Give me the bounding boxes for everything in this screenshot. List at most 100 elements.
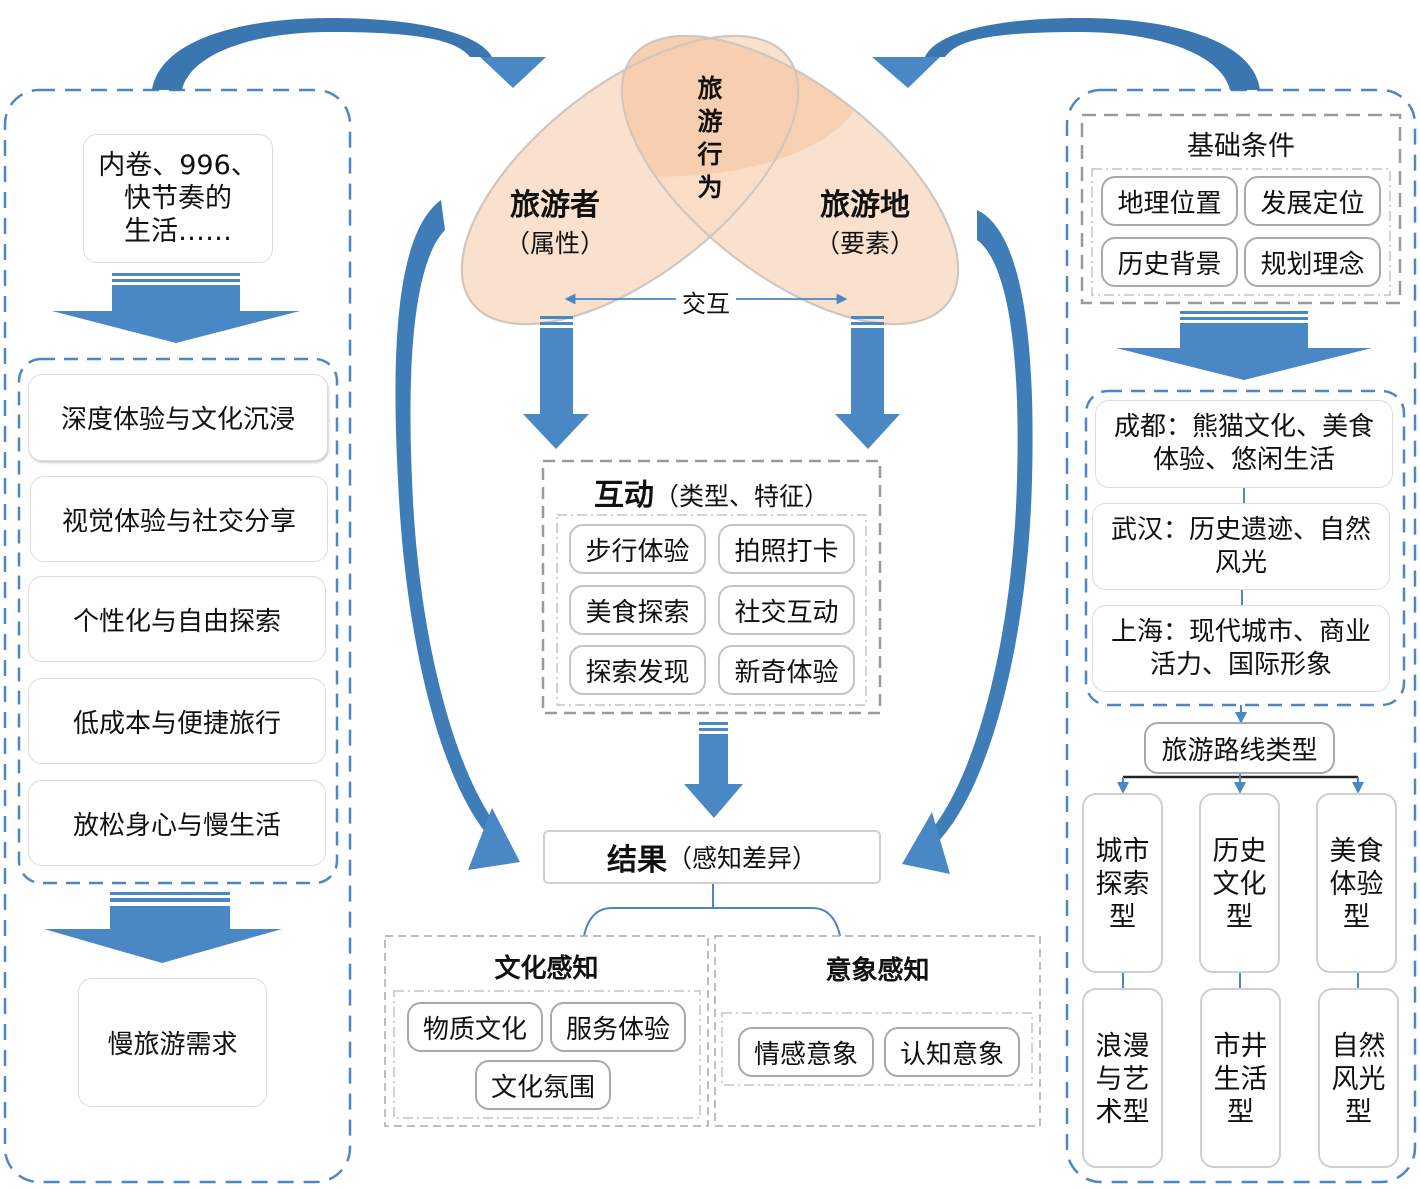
down-arrow-destination [835, 316, 900, 449]
route-type-label: 美食 体验 型 [1329, 836, 1384, 933]
pressure-text: 内卷、996、 快节奏的 生活…… [98, 150, 258, 247]
route-type-card: 市井 生活 型 [1200, 988, 1281, 1168]
down-arrow-right [1116, 311, 1372, 380]
image-perception-frame [714, 935, 1041, 1127]
route-type-card: 美食 体验 型 [1316, 793, 1397, 973]
image-item-label: 认知意象 [899, 1039, 1004, 1070]
result-title: 结果 [606, 843, 667, 878]
cultural-item-label: 物质文化 [422, 1014, 527, 1045]
interaction-frame [541, 459, 882, 715]
motivation-item: 低成本与便捷旅行 [28, 678, 326, 764]
cultural-inner-frame [393, 990, 701, 1119]
route-types-title-box: 旅游路线类型 [1144, 722, 1335, 774]
tourist-title: 旅游者 [510, 188, 600, 223]
interaction-item: 探索发现 [569, 645, 706, 695]
interaction-heading: 互动（类型、特征） [543, 470, 880, 514]
foundation-item-label: 历史背景 [1117, 249, 1222, 280]
foundation-item-label: 发展定位 [1260, 188, 1365, 219]
cultural-perception-frame [384, 935, 709, 1127]
motivation-label: 深度体验与文化沉浸 [60, 405, 295, 435]
down-arrow-left-1 [52, 273, 300, 343]
city-label: 成都：熊猫文化、美食 体验、悠闲生活 [1113, 412, 1374, 475]
down-arrow-interaction [684, 722, 743, 818]
curved-arrow-side-right [928, 210, 1033, 845]
interaction-inner-frame [556, 514, 867, 706]
foundation-item: 地理位置 [1101, 176, 1238, 226]
image-item: 情感意象 [738, 1027, 874, 1077]
interaction-item-label: 社交互动 [734, 597, 839, 628]
route-type-label: 自然 风光 型 [1331, 1031, 1386, 1128]
interaction-item: 步行体验 [569, 524, 706, 574]
curved-arrow-top-left-head [480, 57, 546, 88]
destination-subtitle: （要素） [814, 229, 915, 258]
result-bracket [583, 907, 841, 937]
cultural-perception-title: 文化感知 [494, 954, 599, 984]
city-label: 上海：现代城市、商业 活力、国际形象 [1110, 616, 1371, 680]
curved-arrow-top-left [152, 18, 492, 90]
cultural-item-label: 文化氛围 [490, 1072, 595, 1103]
cultural-item: 文化氛围 [475, 1060, 611, 1110]
curved-arrow-side-right-head [902, 812, 950, 874]
interaction-item: 美食探索 [569, 585, 706, 635]
interaction-item-label: 美食探索 [585, 597, 690, 628]
interaction-subtitle: （类型、特征） [653, 482, 829, 511]
tourist-ellipse-outline [460, 34, 800, 326]
image-inner-frame [721, 1012, 1033, 1086]
motivation-label: 低成本与便捷旅行 [72, 708, 281, 739]
route-type-card: 城市 探索 型 [1082, 793, 1163, 973]
motivation-item: 放松身心与慢生活 [28, 780, 326, 866]
route-type-label: 浪漫 与艺 术型 [1095, 1031, 1150, 1128]
cultural-item-label: 服务体验 [565, 1014, 670, 1045]
foundation-item-label: 规划理念 [1260, 249, 1365, 280]
city-box-shanghai: 上海：现代城市、商业 活力、国际形象 [1092, 605, 1390, 692]
route-type-label: 市井 生活 型 [1213, 1031, 1268, 1128]
tourist-subtitle: （属性） [504, 229, 605, 258]
city-box-chengdu: 成都：熊猫文化、美食 体验、悠闲生活 [1095, 400, 1393, 488]
motivation-item: 视觉体验与社交分享 [30, 476, 328, 562]
foundation-item-label: 地理位置 [1117, 188, 1222, 219]
motivation-label: 放松身心与慢生活 [72, 810, 281, 841]
interaction-item-label: 新奇体验 [734, 657, 839, 688]
interaction-item-label: 探索发现 [585, 657, 690, 688]
interaction-item-label: 拍照打卡 [734, 536, 839, 567]
route-type-label: 城市 探索 型 [1095, 836, 1150, 933]
interaction-title: 互动 [593, 478, 654, 513]
route-type-card: 自然 风光 型 [1318, 988, 1399, 1168]
image-item-label: 情感意象 [753, 1039, 858, 1070]
pressure-box: 内卷、996、 快节奏的 生活…… [83, 134, 273, 263]
foundation-item: 历史背景 [1101, 237, 1238, 287]
motivation-item: 深度体验与文化沉浸 [28, 374, 328, 461]
interaction-item-label: 步行体验 [585, 536, 690, 567]
curved-arrow-top-right [925, 18, 1260, 90]
motivation-label: 视觉体验与社交分享 [61, 506, 296, 537]
demand-label: 慢旅游需求 [107, 1030, 238, 1060]
interaction-label: 交互 [676, 284, 736, 319]
motivation-label: 个性化与自由探索 [72, 606, 281, 637]
result-subtitle: （感知差异） [666, 844, 817, 873]
motivation-item: 个性化与自由探索 [28, 576, 326, 662]
result-box: 结果（感知差异） [543, 830, 881, 884]
destination-ellipse-outline [620, 34, 960, 326]
curved-arrow-side-left-head [468, 808, 520, 870]
behavior-title: 旅 游 行 为 [697, 74, 723, 202]
foundation-item: 规划理念 [1244, 237, 1381, 287]
destination-title: 旅游地 [820, 188, 910, 223]
route-type-card: 浪漫 与艺 术型 [1082, 988, 1163, 1168]
route-type-label: 历史 文化 型 [1212, 836, 1267, 933]
cities-frame [1084, 389, 1406, 707]
image-perception-title: 意象感知 [825, 956, 930, 986]
cultural-item: 物质文化 [407, 1002, 543, 1052]
image-item: 认知意象 [884, 1027, 1020, 1077]
demand-box: 慢旅游需求 [78, 978, 267, 1107]
curved-arrow-top-right-head [872, 57, 940, 88]
foundation-frame [1080, 113, 1402, 305]
interaction-item: 拍照打卡 [718, 524, 855, 574]
down-arrow-left-2 [44, 892, 282, 963]
foundation-inner-frame [1091, 168, 1391, 296]
city-box-wuhan: 武汉：历史遗迹、自然 风光 [1092, 503, 1390, 590]
down-arrow-tourist [523, 316, 589, 449]
foundation-title: 基础条件 [1187, 131, 1295, 162]
city-label: 武汉：历史遗迹、自然 风光 [1110, 514, 1371, 578]
interaction-item: 新奇体验 [718, 645, 855, 695]
